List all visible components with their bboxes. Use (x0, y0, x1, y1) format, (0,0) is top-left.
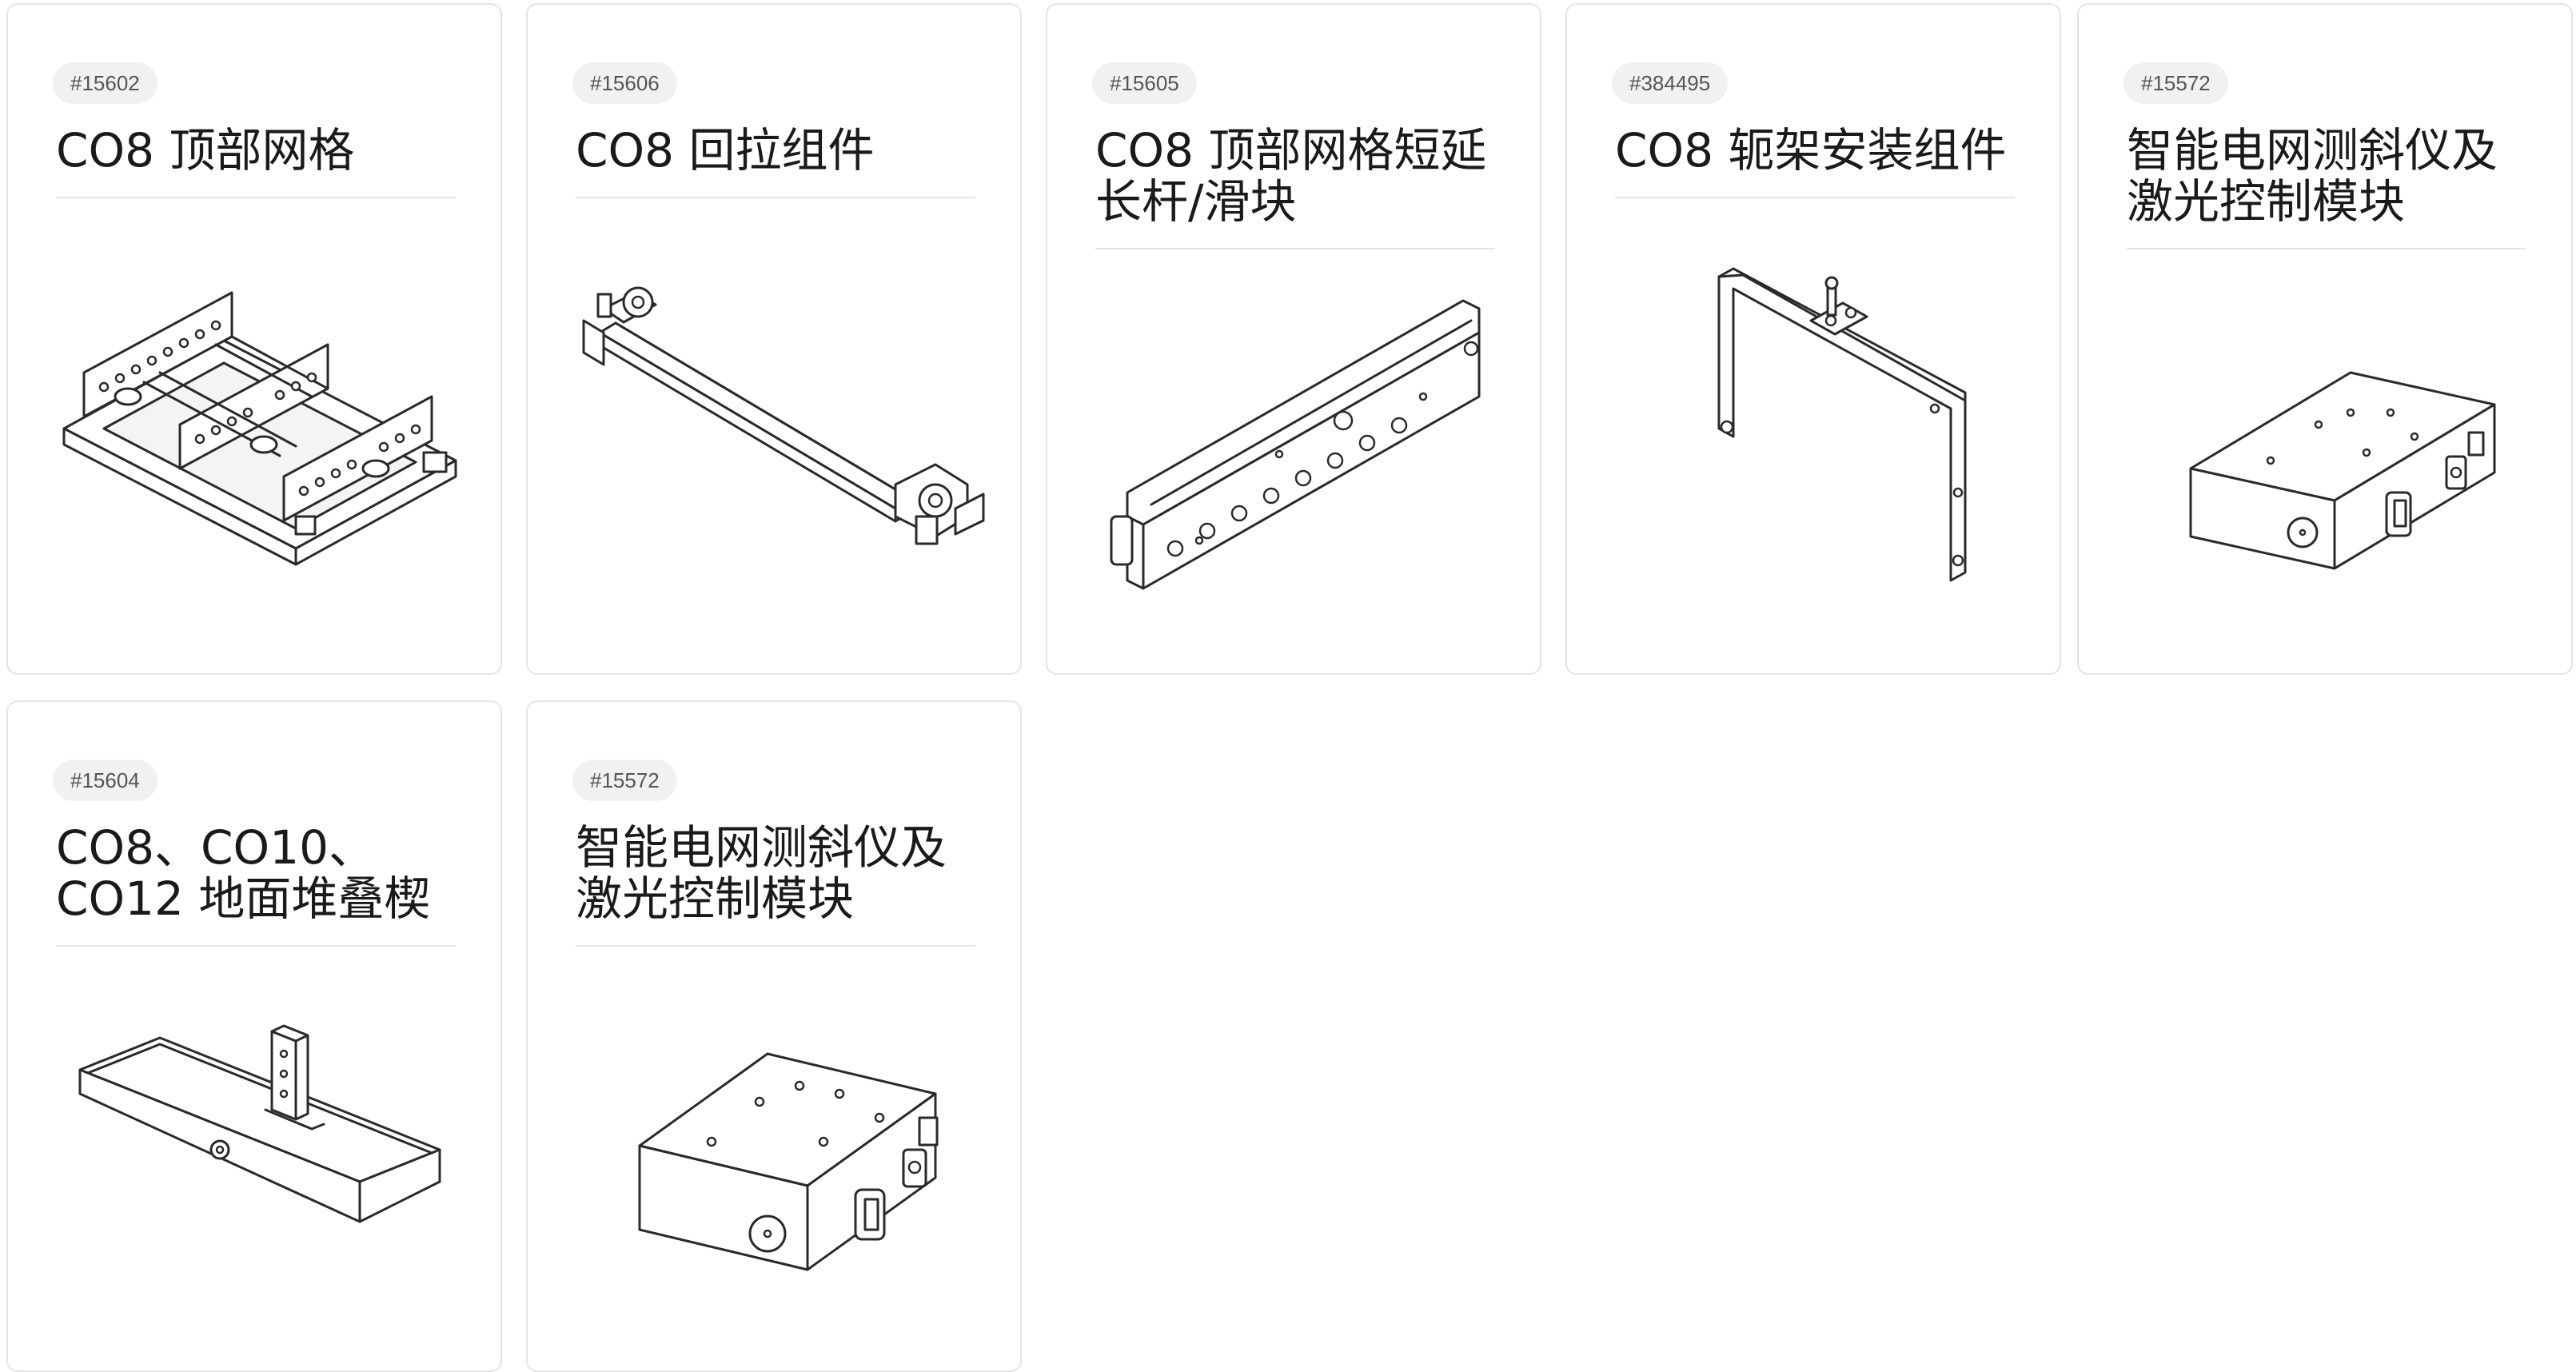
product-title[interactable]: 智能电网测斜仪及 激光控制模块 (2127, 123, 2498, 229)
product-title[interactable]: CO8 轭架安装组件 (1615, 123, 2007, 177)
divider (1615, 197, 2015, 198)
extension-bar-icon (1079, 277, 1511, 628)
product-card[interactable]: #15604 CO8、CO10、 CO12 地面堆叠楔 (6, 700, 502, 1372)
top-grid-icon (40, 245, 472, 596)
product-title[interactable]: CO8 顶部网格 (56, 123, 355, 177)
divider (576, 197, 975, 198)
product-id-badge: #15605 (1092, 62, 1197, 104)
product-id-badge: #15572 (572, 760, 677, 801)
product-card[interactable]: #15606 CO8 回拉组件 (526, 3, 1022, 675)
product-title[interactable]: CO8 顶部网格短延 长杆/滑块 (1095, 123, 1487, 229)
product-card[interactable]: #15572 智能电网测斜仪及 激光控制模块 (526, 700, 1022, 1372)
stack-wedge-icon (40, 990, 472, 1342)
divider (56, 945, 456, 947)
product-id-badge: #15604 (53, 760, 158, 801)
product-id-badge: #15606 (572, 62, 677, 104)
inclinometer-module-icon (2111, 293, 2542, 644)
product-id-badge: #15602 (53, 62, 158, 104)
product-card[interactable]: #384495 CO8 轭架安装组件 (1565, 3, 2061, 675)
divider (1095, 248, 1495, 249)
product-title[interactable]: CO8、CO10、 CO12 地面堆叠楔 (56, 820, 431, 926)
yoke-bracket-icon (1599, 245, 2031, 596)
product-id-badge: #15572 (2123, 62, 2228, 104)
divider (56, 197, 456, 198)
inclinometer-module-icon (560, 990, 991, 1342)
product-card[interactable]: #15602 CO8 顶部网格 (6, 3, 502, 675)
pullback-bar-icon (560, 245, 991, 596)
divider (576, 945, 975, 947)
product-card[interactable]: #15572 智能电网测斜仪及 激光控制模块 (2077, 3, 2573, 675)
divider (2127, 248, 2526, 249)
product-title[interactable]: CO8 回拉组件 (576, 123, 875, 177)
product-title[interactable]: 智能电网测斜仪及 激光控制模块 (576, 820, 947, 926)
product-card[interactable]: #15605 CO8 顶部网格短延 长杆/滑块 (1046, 3, 1541, 675)
product-id-badge: #384495 (1612, 62, 1729, 104)
